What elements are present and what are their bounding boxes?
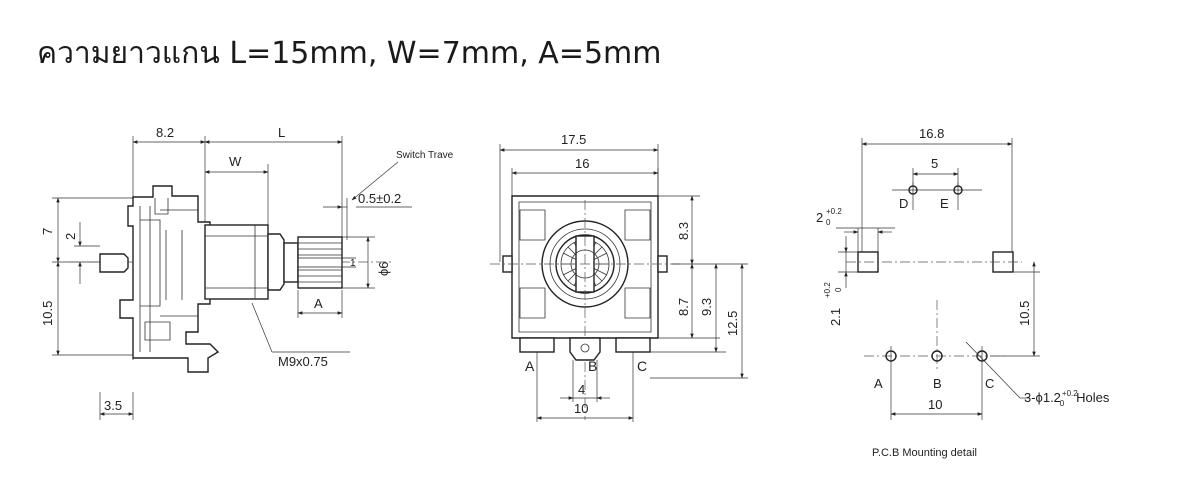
pcb-dim-16-8: 16.8	[919, 126, 944, 141]
dim-12-5: 12.5	[725, 311, 740, 336]
page-title: ความยาวแกน L=15mm, W=7mm, A=5mm	[37, 36, 662, 71]
pcb-dim-2: 2	[816, 210, 823, 225]
pcb-pin-A: A	[874, 376, 883, 391]
dim-phi6: ϕ6	[376, 261, 391, 276]
dim-8-7: 8.7	[676, 298, 691, 316]
dim-9-3: 9.3	[699, 298, 714, 316]
dim-2: 2	[63, 233, 78, 240]
dim-0-5: 0.5±0.2	[358, 191, 401, 206]
dim-10-5: 10.5	[40, 301, 55, 326]
switch-travel-label: Switch Trave	[396, 150, 454, 161]
pcb-pin-E: E	[940, 196, 949, 211]
dim-16: 16	[575, 156, 589, 171]
dim-8-3: 8.3	[676, 222, 691, 240]
dim-17-5: 17.5	[561, 132, 586, 147]
dim-L: L	[278, 125, 285, 140]
dim-W: W	[229, 154, 242, 169]
front-pin-B: B	[588, 358, 597, 374]
thread-label: M9x0.75	[278, 354, 328, 369]
pcb-dim-10-5: 10.5	[1017, 301, 1032, 326]
front-pin-A: A	[525, 358, 535, 374]
pcb-pin-D: D	[899, 196, 908, 211]
side-view: 8.2 L W Switch Trave 0.5±0.2 7 10.5 2	[40, 125, 454, 420]
dim-7: 7	[40, 228, 55, 235]
front-view: 17.5 16 A B C	[490, 132, 748, 422]
pcb-dim-2-tol-up: +0.2	[826, 207, 842, 216]
dim-8-2: 8.2	[156, 125, 174, 140]
dim-4: 4	[578, 382, 585, 397]
pcb-dim-2-1-tol-up: +0.2	[823, 282, 832, 298]
pcb-dim-5: 5	[931, 156, 938, 171]
pcb-dim-2-1-tol-lo: 0	[834, 287, 843, 292]
pcb-pin-C: C	[985, 376, 994, 391]
pcb-view: 16.8 5 D E 2 +0.2 0 2.1	[816, 126, 1110, 459]
dim-10: 10	[574, 401, 588, 416]
front-pin-C: C	[637, 358, 647, 374]
pcb-dim-10: 10	[928, 397, 942, 412]
pcb-pin-B: B	[933, 376, 942, 391]
dim-3-5: 3.5	[104, 398, 122, 413]
pcb-caption: P.C.B Mounting detail	[872, 447, 977, 459]
dim-A: A	[314, 296, 323, 311]
dim-1: 1	[350, 258, 356, 269]
pcb-dim-2-tol-lo: 0	[826, 218, 831, 227]
pcb-dim-2-1: 2.1	[828, 308, 843, 326]
